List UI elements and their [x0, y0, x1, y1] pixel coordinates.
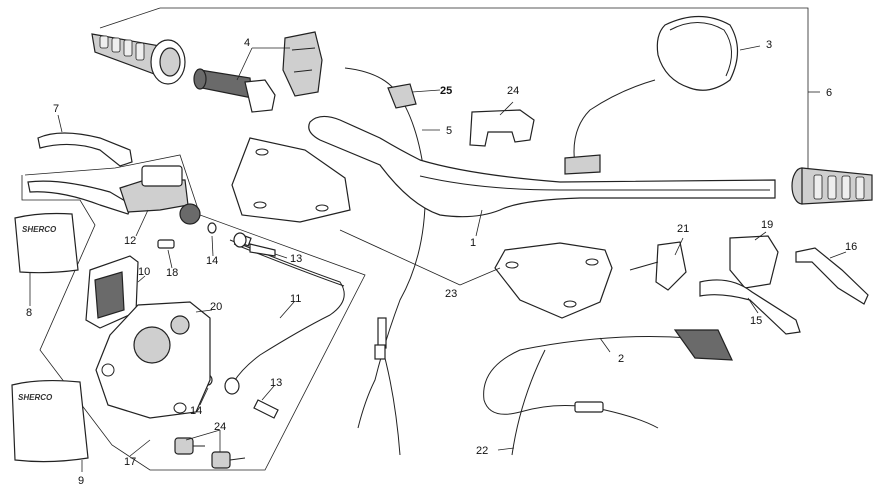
callout-25: 25: [440, 85, 452, 97]
leader-lines: [29, 45, 847, 472]
brake-caliper: [95, 301, 211, 419]
cover-top-logo: SHERCO: [22, 225, 57, 234]
callout-labels: 4 3 6 7 25 5 24 1 23 2 21 19 16 15 22 12…: [26, 37, 857, 487]
callout-13-bottom: 13: [270, 377, 282, 389]
caliper-cover-top: SHERCO: [14, 212, 79, 274]
bar-pad-right: [494, 242, 613, 319]
left-grip: [91, 33, 186, 85]
bar-pad-left: [231, 137, 351, 223]
callout-21: 21: [677, 223, 689, 235]
callout-24-bottom: 24: [214, 421, 226, 433]
callout-7: 7: [53, 103, 59, 115]
callout-9: 9: [78, 475, 84, 487]
clutch-cable: [483, 329, 733, 456]
callout-8: 8: [26, 307, 32, 319]
callout-15: 15: [750, 315, 762, 327]
brake-hose: [203, 222, 345, 419]
callout-1: 1: [470, 237, 476, 249]
throttle-cable: [344, 67, 426, 456]
callout-2: 2: [618, 353, 624, 365]
clamp-cover: [469, 109, 535, 147]
brake-pads: [85, 255, 139, 329]
clutch-lever: [37, 132, 133, 167]
throttle-assembly: [193, 31, 323, 113]
callout-3: 3: [766, 39, 772, 51]
callout-12: 12: [124, 235, 136, 247]
callout-18: 18: [166, 267, 178, 279]
callout-20: 20: [210, 301, 222, 313]
mirror: [564, 16, 739, 175]
callout-4: 4: [244, 37, 250, 49]
callout-5: 5: [446, 125, 452, 137]
front-brake-master: [699, 235, 801, 335]
callout-6: 6: [826, 87, 832, 99]
callout-23: 23: [445, 288, 457, 300]
callout-17: 17: [124, 456, 136, 468]
callout-22: 22: [476, 445, 488, 457]
master-cylinder: [27, 165, 201, 225]
caliper-cover-bottom: SHERCO: [11, 379, 89, 463]
kill-switch: [629, 241, 687, 291]
callout-16: 16: [845, 241, 857, 253]
handlebar: [308, 115, 776, 218]
callout-13-top: 13: [290, 253, 302, 265]
callout-10: 10: [138, 266, 150, 278]
cover-bottom-logo: SHERCO: [18, 393, 53, 402]
callout-14-bottom: 14: [190, 405, 202, 417]
front-brake-lever: [795, 247, 869, 305]
callout-19: 19: [761, 219, 773, 231]
callout-11: 11: [290, 293, 301, 305]
right-grip: [791, 167, 873, 205]
callout-24-top: 24: [507, 85, 519, 97]
bleeder-valve: [157, 239, 175, 249]
callout-14-top: 14: [206, 255, 218, 267]
caliper-pins: [174, 437, 246, 469]
